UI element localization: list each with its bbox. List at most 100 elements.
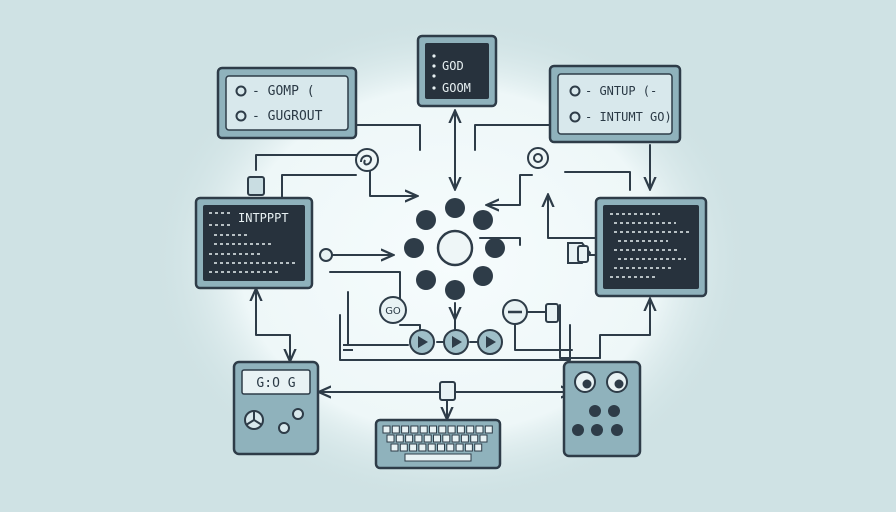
keyboard-keys <box>382 425 493 462</box>
keyboard-key <box>484 425 493 434</box>
keyboard-key <box>460 434 469 443</box>
dial-icon <box>244 410 264 430</box>
left-terminal-title: INTPPPT <box>238 211 289 225</box>
port-left-terminal <box>319 248 333 262</box>
central-hub <box>404 198 505 300</box>
hub-node <box>404 238 424 258</box>
connector-left-top <box>281 174 357 199</box>
hub-node <box>416 210 436 230</box>
go-label: GO <box>385 306 401 317</box>
keyboard-key <box>386 434 395 443</box>
go-node: GO <box>379 296 407 324</box>
keyboard-key <box>442 434 451 443</box>
code-lines <box>610 213 690 278</box>
keyboard-key <box>474 443 483 452</box>
minus-node <box>502 299 528 325</box>
keyboard-key <box>437 443 445 452</box>
keyboard-key <box>409 443 418 452</box>
connector-topright-branch <box>564 171 631 191</box>
connector-minus-down <box>514 324 573 351</box>
keyboard-key <box>456 425 465 434</box>
hub-node <box>473 210 493 230</box>
port-keyboard <box>439 381 456 401</box>
keyboard-key <box>466 425 475 434</box>
keyboard-key <box>410 425 419 434</box>
keyboard-key <box>475 425 484 434</box>
hub-node <box>445 280 465 300</box>
play-icon <box>477 329 503 355</box>
keyboard-key <box>382 425 391 434</box>
hub-node <box>445 198 465 218</box>
connector-topleft-hub <box>329 124 421 151</box>
left-terminal: INTPPPT <box>194 196 314 290</box>
connector-right-hub2 <box>548 196 597 239</box>
play-icon <box>409 329 435 355</box>
hub-center-ring <box>436 229 474 267</box>
connector-pipeline-long <box>339 314 571 361</box>
top-center-line1: GOD <box>442 59 464 73</box>
connector-hub-right <box>479 237 521 246</box>
device-button <box>591 424 603 436</box>
keyboard-key <box>427 443 436 452</box>
connector-right-hub1 <box>488 174 533 205</box>
connector-pipeline-top <box>329 271 401 301</box>
top-center-terminal: GOD GOOM <box>416 34 498 108</box>
bullet-icon <box>235 85 247 97</box>
keyboard-key <box>401 425 410 434</box>
keyboard-key <box>433 434 441 443</box>
keyboard-key <box>451 434 460 443</box>
device-button <box>572 424 584 436</box>
port-right-small <box>545 303 559 323</box>
keyboard-key <box>455 443 464 452</box>
link-icon <box>355 148 379 172</box>
keyboard-key <box>429 425 437 434</box>
top-left-line2: - GUGROUT <box>252 109 323 124</box>
connector-rightterm-device <box>599 300 650 359</box>
device-button <box>611 424 623 436</box>
device-button <box>589 405 601 417</box>
code-lines <box>209 212 295 273</box>
top-right-line1: - GNTUP (- <box>585 84 657 98</box>
keyboard-key <box>395 434 404 443</box>
device-button <box>608 405 620 417</box>
keyboard-key <box>464 443 473 452</box>
keyboard-key <box>470 434 479 443</box>
bullet-icon <box>235 110 247 122</box>
keyboard-key <box>446 443 455 452</box>
hub-node <box>416 270 436 290</box>
device-display: G:O G <box>256 376 295 391</box>
top-left-panel: - GOMP ( - GUGROUT <box>216 66 358 140</box>
keyboard-key <box>414 434 423 443</box>
right-terminal <box>594 196 708 298</box>
keyboard <box>374 418 502 470</box>
port-left-top <box>247 176 265 196</box>
port-right-terminal <box>577 245 589 263</box>
connector-small-right <box>559 304 601 359</box>
eye-icon <box>574 371 596 393</box>
bullet-icon <box>569 85 581 97</box>
keyboard-key <box>390 443 399 452</box>
device-button <box>292 408 304 420</box>
keyboard-key <box>391 425 400 434</box>
connector-topright-left <box>474 124 553 151</box>
play-pipeline <box>409 329 503 355</box>
gear-icon <box>527 147 549 169</box>
keyboard-key <box>423 434 432 443</box>
top-right-line2: - INTUMT GO) <box>585 110 672 124</box>
bullet-icon <box>569 111 581 123</box>
top-right-panel: - GNTUP (- - INTUMT GO) <box>548 64 682 144</box>
keyboard-key <box>405 434 414 443</box>
eye-icon <box>606 371 628 393</box>
connector-lines <box>256 112 650 418</box>
keyboard-key <box>418 443 427 452</box>
keyboard-key <box>447 425 456 434</box>
bottom-right-device <box>562 360 642 458</box>
keyboard-key <box>399 443 408 452</box>
keyboard-key <box>419 425 428 434</box>
device-button <box>278 422 290 434</box>
connector-ports <box>247 176 592 401</box>
keyboard-key <box>479 434 488 443</box>
connector-leftterm-device <box>256 290 290 360</box>
keyboard-key <box>438 425 447 434</box>
